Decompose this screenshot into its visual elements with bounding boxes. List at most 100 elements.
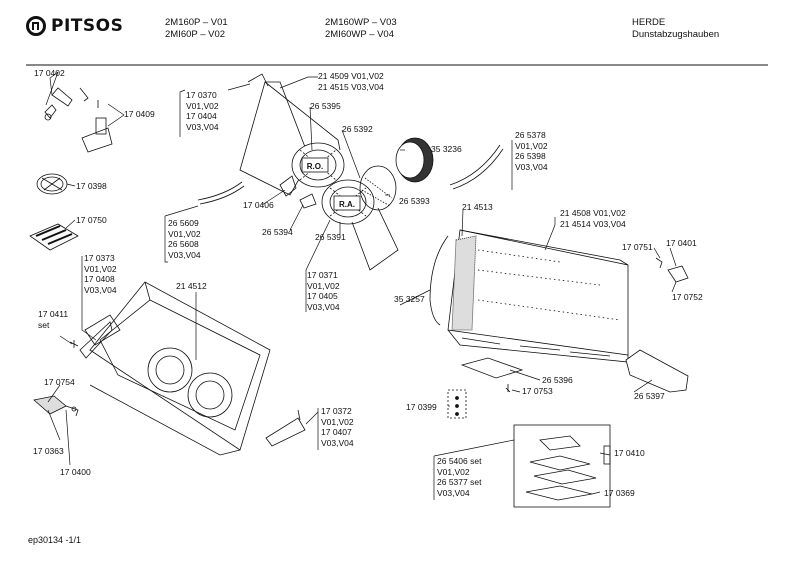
part-label: 35 3236	[431, 144, 462, 154]
part-label: 26 5396	[542, 375, 573, 385]
part-label: 26 5393	[399, 196, 430, 206]
part-label: 21 4513	[462, 202, 493, 212]
part-label: 17 0410	[614, 448, 645, 458]
part-label: 17 0402	[34, 68, 65, 78]
part-label: 26 5377 set	[437, 477, 482, 487]
seal-strip-265609	[197, 181, 245, 205]
part-label-block: 21 4509 V01,V02 21 4515 V03,V04	[318, 71, 384, 92]
part-label: 17 0399	[406, 402, 437, 412]
part-label: 17 0409	[124, 109, 155, 119]
part-label: V01,V02	[186, 100, 219, 111]
part-label: 17 0370	[186, 90, 217, 100]
part-label: V01,V02	[307, 280, 340, 291]
hood-body-214508	[447, 229, 629, 363]
part-label: 17 0752	[672, 292, 703, 302]
part-label: 26 5391	[315, 232, 346, 242]
part-label: V03,V04	[307, 301, 340, 312]
doc-id: ep30134 -1/1	[28, 535, 82, 545]
bracket-170373	[79, 321, 113, 359]
part-label: V01,V02	[515, 140, 548, 151]
part-label: 17 0405	[307, 291, 338, 301]
part-label: 17 0408	[84, 274, 115, 284]
part-label-block: 26 5406 set V01,V02 26 5377 set V03,V04	[437, 456, 481, 498]
part-label: set	[38, 319, 50, 330]
ra-mark-box	[333, 195, 361, 211]
part-label: 26 5406 set	[437, 456, 482, 466]
part-label: 17 0407	[321, 427, 352, 437]
lamp-170753	[505, 384, 511, 393]
brand-name: PITSOS	[51, 16, 124, 36]
part-label: 26 5394	[262, 227, 293, 237]
part-label: V03,V04	[437, 487, 470, 498]
model-line: 2M160WP – V03	[325, 17, 397, 28]
part-label: 17 0371	[307, 270, 338, 280]
part-label: 26 5392	[342, 124, 373, 134]
part-label: 26 5609	[168, 218, 199, 228]
part-label: V01,V02	[437, 466, 470, 477]
category-line: HERDE	[632, 17, 666, 28]
part-label: 26 5608	[168, 239, 199, 249]
grease-filter-170398	[36, 173, 68, 195]
handle-265397	[625, 349, 689, 393]
carbon-filter-353236	[395, 137, 434, 183]
part-label-block: 26 5609 V01,V02 26 5608 V03,V04	[168, 218, 201, 260]
clip-parts-170402	[44, 87, 89, 121]
category: HERDE Dunstabzugshauben	[632, 17, 719, 40]
part-label: 21 4515 V03,V04	[318, 81, 384, 92]
models-left: 2M160P – V01 2MI60P – V02	[165, 17, 228, 40]
part-label: 17 0372	[321, 406, 352, 416]
part-label: V01,V02	[168, 228, 201, 239]
part-label: 17 0363	[33, 446, 64, 456]
part-label: 21 4508 V01,V02	[560, 208, 626, 218]
part-label: 17 0411	[38, 309, 69, 319]
part-label: 26 5395	[310, 101, 341, 111]
ra-mark: R.A.	[339, 200, 355, 209]
part-label: V01,V02	[321, 416, 354, 427]
part-label-block: 17 0370 V01,V02 17 0404 V03,V04	[186, 90, 219, 132]
category-line: Dunstabzugshauben	[632, 28, 720, 40]
model-line: 2M160P – V01	[165, 17, 228, 28]
part-label: 17 0753	[522, 386, 553, 396]
part-label: 26 5398	[515, 151, 546, 161]
part-label: 17 0373	[84, 253, 115, 263]
part-label: V03,V04	[515, 161, 548, 172]
models-right: 2M160WP – V03 2MI60WP – V04	[325, 17, 397, 40]
part-label: 21 4512	[176, 281, 207, 291]
leader-lines	[45, 71, 677, 500]
ro-mark-box	[301, 157, 329, 173]
screws-170399	[447, 389, 467, 419]
part-label-block: 26 5378 V01,V02 26 5398 V03,V04	[515, 130, 548, 172]
model-line: 2MI60WP – V04	[325, 28, 395, 40]
model-line: 2MI60P – V02	[165, 28, 226, 40]
part-label-block: 17 0372 V01,V02 17 0407 V03,V04	[321, 406, 354, 448]
part-label-block: 17 0371 V01,V02 17 0405 V03,V04	[307, 270, 340, 312]
cable-353257	[429, 235, 449, 326]
part-label: V03,V04	[321, 437, 354, 448]
part-label: V01,V02	[84, 263, 117, 274]
lighting-set-265406	[513, 424, 611, 508]
part-label: 17 0751	[622, 242, 653, 252]
part-label-block: 17 0373 V01,V02 17 0408 V03,V04	[84, 253, 117, 295]
screw-170411	[69, 340, 79, 348]
part-label: 17 0754	[44, 377, 75, 387]
part-label: 35 3257	[394, 294, 425, 304]
ro-mark: R.O.	[307, 162, 323, 171]
part-label: V03,V04	[168, 249, 201, 260]
base-housing-214512	[84, 281, 271, 456]
part-label: V03,V04	[186, 121, 219, 132]
switch-block-170750	[29, 223, 79, 251]
bracket-parts-170409	[81, 100, 113, 153]
brand-logo-icon	[26, 16, 46, 36]
front-bracket-170372	[265, 409, 306, 447]
seal-strip-265378	[449, 144, 504, 190]
part-label: 26 5378	[515, 130, 546, 140]
part-label-block: 21 4508 V01,V02 21 4514 V03,V04	[560, 208, 626, 229]
part-label-block: 17 0411 set	[38, 309, 68, 330]
part-label: 17 0398	[76, 181, 107, 191]
clip-170406	[279, 175, 297, 197]
part-label: 17 0400	[60, 467, 91, 477]
part-label: 17 0404	[186, 111, 217, 121]
lamp-parts	[33, 395, 79, 417]
part-label: 17 0406	[243, 200, 274, 210]
